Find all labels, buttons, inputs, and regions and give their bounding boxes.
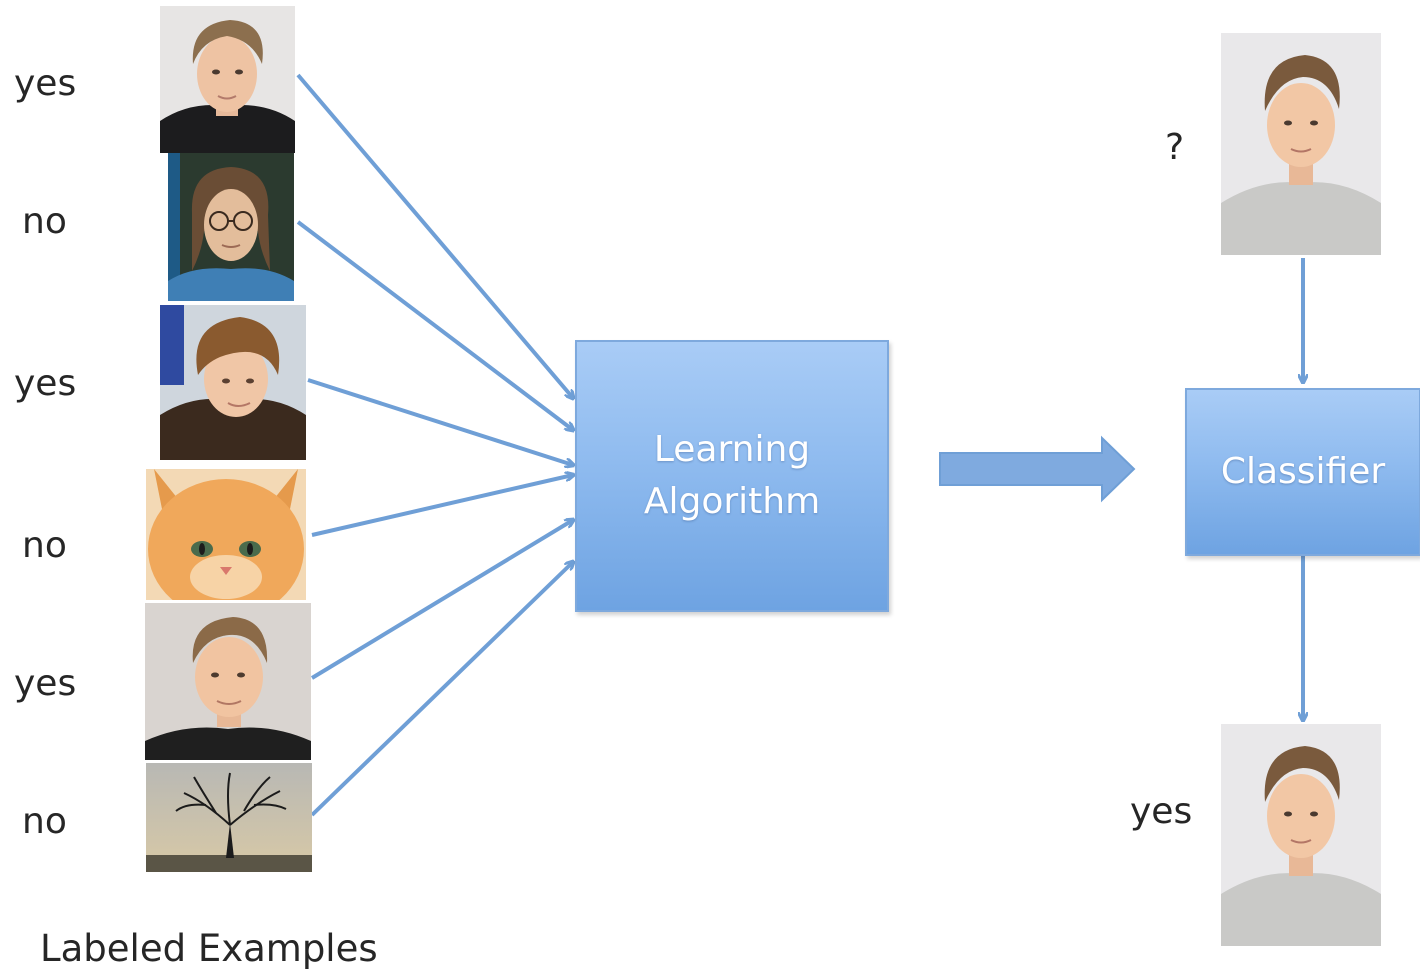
query-photo	[1221, 33, 1381, 255]
example-label-1: yes	[14, 63, 77, 104]
example-arrow-3	[307, 378, 573, 465]
example-photo-3	[160, 305, 306, 460]
example-photo-6	[146, 763, 312, 872]
example-label-5: yes	[14, 663, 77, 704]
query-label: ?	[1165, 127, 1185, 168]
block-arrow-right	[939, 435, 1136, 503]
classifier-label: Classifier	[1220, 450, 1386, 492]
example-arrow-4	[311, 475, 573, 537]
learning-algorithm-line-2: Algorithm	[643, 481, 821, 522]
example-arrow-1	[296, 73, 573, 398]
result-photo	[1221, 724, 1381, 946]
example-arrow-6	[310, 562, 573, 817]
example-label-2: no	[22, 201, 67, 242]
example-photo-4	[146, 469, 306, 600]
classifier-box: Classifier	[1185, 388, 1420, 556]
example-label-4: no	[22, 525, 67, 566]
learning-algorithm-line-1: Learning	[653, 428, 811, 470]
example-label-6: no	[22, 801, 67, 842]
example-arrow-2	[296, 220, 573, 430]
example-label-3: yes	[14, 363, 77, 404]
example-arrow-5	[310, 520, 573, 680]
result-label: yes	[1130, 791, 1193, 832]
example-photo-5	[145, 603, 311, 760]
example-photo-2	[168, 153, 294, 301]
example-photo-1	[160, 6, 295, 153]
labeled-examples-caption: Labeled Examples	[40, 927, 378, 970]
learning-algorithm-box: Learning Algorithm	[575, 340, 889, 612]
